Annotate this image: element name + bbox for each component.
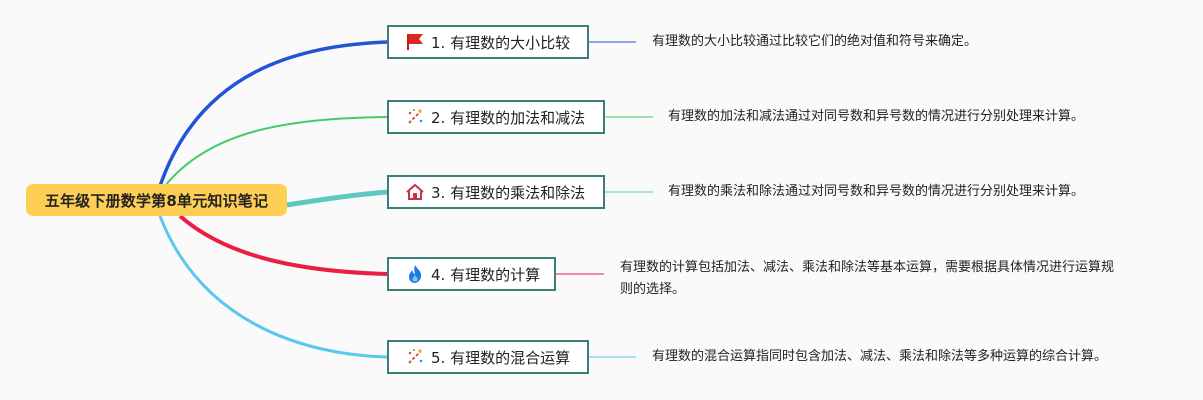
- topic-2-label: 2. 有理数的加法和减法: [431, 108, 586, 127]
- branch-line-3: [286, 189, 389, 208]
- topic-5-label: 5. 有理数的混合运算: [431, 348, 571, 367]
- party-popper-icon: [405, 107, 425, 127]
- topic-4-description: 有理数的计算包括加法、减法、乘法和除法等基本运算，需要根据具体情况进行运算规则的…: [620, 260, 1115, 297]
- branch-line-5: [158, 215, 389, 359]
- topic-4-label: 4. 有理数的计算: [431, 265, 541, 284]
- topic-3-description: 有理数的乘法和除法通过对同号数和异号数的情况进行分别处理来计算。: [668, 184, 1085, 199]
- root-topic[interactable]: 五年级下册数学第8单元知识笔记: [26, 184, 287, 216]
- topic-2-description: 有理数的加法和减法通过对同号数和异号数的情况进行分别处理来计算。: [668, 109, 1085, 124]
- topic-5-description: 有理数的混合运算指同时包含加法、减法、乘法和除法等多种运算的综合计算。: [652, 349, 1108, 364]
- topic-3-label: 3. 有理数的乘法和除法: [431, 183, 586, 202]
- house-icon: [405, 182, 425, 202]
- topic-5[interactable]: 5. 有理数的混合运算: [387, 340, 589, 374]
- branch-line-4: [178, 214, 389, 276]
- branch-line-1: [158, 40, 389, 187]
- topic-2[interactable]: 2. 有理数的加法和减法: [387, 100, 605, 134]
- topic-1-description: 有理数的大小比较通过比较它们的绝对值和符号来确定。: [652, 34, 978, 49]
- topic-1-label: 1. 有理数的大小比较: [431, 33, 571, 52]
- flame-icon: [405, 264, 425, 284]
- red-flag-icon: [405, 32, 425, 52]
- root-topic-label: 五年级下册数学第8单元知识笔记: [44, 191, 269, 210]
- topic-4[interactable]: 4. 有理数的计算: [387, 257, 556, 291]
- party-popper-icon: [405, 347, 425, 367]
- branch-line-2: [164, 116, 389, 187]
- topic-3[interactable]: 3. 有理数的乘法和除法: [387, 175, 605, 209]
- topic-1[interactable]: 1. 有理数的大小比较: [387, 25, 589, 59]
